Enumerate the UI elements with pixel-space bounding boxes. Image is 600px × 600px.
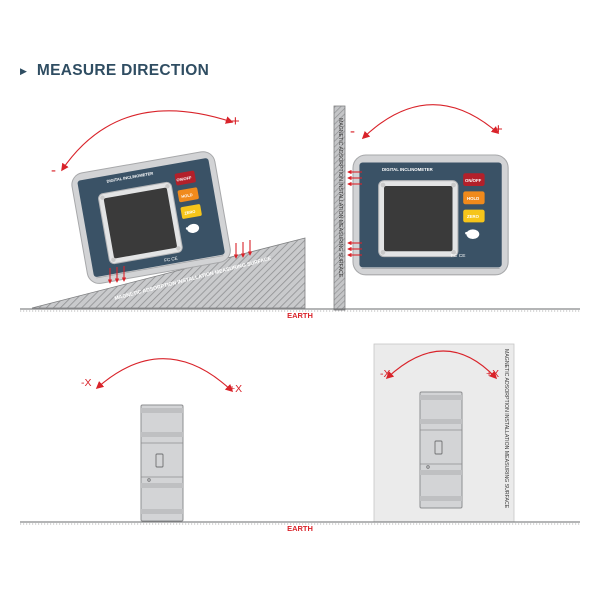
wall-surface-label: MAGNETIC ADSORPTION INSTALLATION MEASURI… (337, 118, 343, 278)
earth-label-top: EARTH (287, 311, 313, 320)
hold-button: HOLD (181, 192, 193, 199)
rotation-arc-tilt (61, 110, 234, 172)
upright-inclinometer: DIGITAL INCLINOMETER ON/OFF HOLD ZERO FC… (352, 154, 509, 276)
zero-button: ZERO (184, 209, 196, 216)
plus-x-label: +X (229, 383, 242, 395)
tilted-inclinometer: DIGITAL INCLINOMETER ON/OFF HOLD ZERO FC… (69, 149, 233, 286)
tilted-down-arrows (107, 240, 253, 284)
section-heading: ▶ MEASURE DIRECTION (20, 61, 209, 81)
cert-mark: FC CE (164, 256, 178, 263)
cert-mark: FC CE (451, 253, 465, 259)
page-title: MEASURE DIRECTION (36, 62, 210, 79)
earth-label-bottom: EARTH (287, 524, 313, 533)
wall-left-arrows (347, 169, 362, 258)
plus-label: + (231, 113, 240, 130)
on-off-button: ON/OFF (176, 175, 192, 183)
triangle-bullet-icon: ▶ (20, 65, 27, 76)
ground-line-top (20, 308, 580, 312)
plus-x-label: +X (486, 368, 499, 380)
device-side-view-left (140, 404, 184, 522)
device-name-label: DIGITAL INCLINOMETER (382, 167, 434, 172)
plus-label: + (494, 121, 503, 138)
minus-label: - (350, 123, 355, 140)
rotation-arc-wall (361, 104, 500, 140)
on-off-button: ON/OFF (465, 178, 482, 183)
minus-x-label: -X (81, 377, 92, 389)
minus-x-label: -X (380, 368, 391, 380)
panel-surface-label: MAGNETIC ADSORPTION INSTALLATION MEASURI… (503, 349, 509, 509)
rotation-arc-x-left (95, 358, 234, 393)
minus-label: - (51, 162, 56, 179)
vertical-wall: MAGNETIC ADSORPTION INSTALLATION MEASURI… (333, 105, 346, 311)
device-side-view-right (419, 391, 463, 509)
hold-button: HOLD (467, 196, 479, 201)
zero-button: ZERO (467, 214, 480, 219)
ground-line-bottom (20, 521, 580, 525)
rotation-arc-x-right (385, 350, 498, 380)
